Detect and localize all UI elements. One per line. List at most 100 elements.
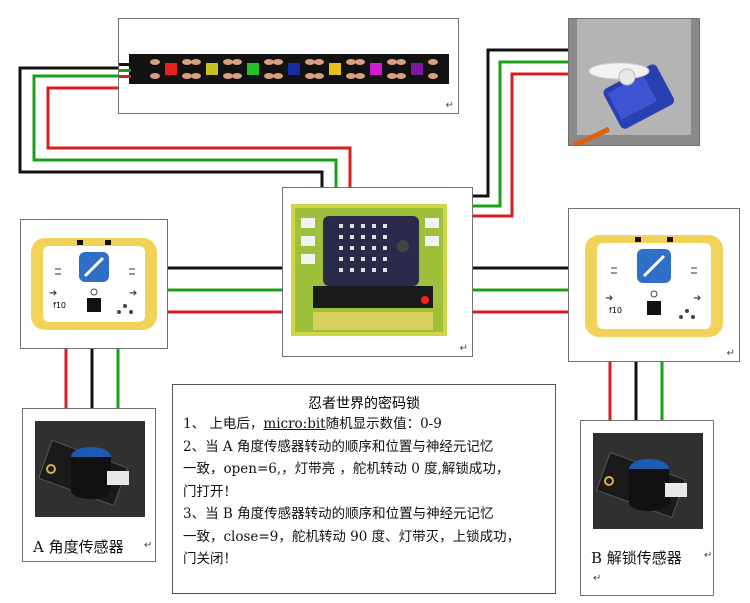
wire-red-strip <box>46 86 352 188</box>
solder-pad <box>273 59 283 65</box>
instruction-title: 忍者世界的密码锁 <box>308 396 420 412</box>
matrix-led <box>361 257 365 261</box>
solder-pad <box>305 73 315 79</box>
instruction-line: 门打开！ <box>173 481 555 504</box>
wire-black-servo <box>473 48 568 198</box>
svg-text:➜: ➜ <box>605 293 613 304</box>
solder-pad <box>346 73 356 79</box>
neuron-a-image: f10 ➜ ➜ <box>31 238 157 330</box>
paragraph-mark: ↵ <box>704 550 713 561</box>
paragraph-mark: ↵ <box>726 348 735 359</box>
matrix-led <box>350 235 354 239</box>
solder-pad <box>264 73 274 79</box>
matrix-led <box>372 246 376 250</box>
paragraph-mark: ↵ <box>445 100 454 111</box>
matrix-led <box>383 235 387 239</box>
solder-pad <box>428 73 438 79</box>
wire-green-strip <box>32 74 338 188</box>
instruction-line: 2、当 A 角度传感器转动的顺序和位置与神经元记忆 <box>173 436 555 459</box>
svg-text:➜: ➜ <box>693 293 701 304</box>
solder-pad <box>387 59 397 65</box>
led-6 <box>370 63 382 75</box>
instruction-line: 一致，open=6,，灯带亮 ，舵机转动 0 度,解锁成功， <box>173 458 555 481</box>
wire-black-strip <box>18 66 324 188</box>
solder-pad <box>355 73 365 79</box>
solder-pad <box>191 59 201 65</box>
solder-pad <box>346 59 356 65</box>
led-2 <box>206 63 218 75</box>
line-text: 3、当 B 角度传感器转动的顺序和位置与神经元记忆 <box>183 506 494 522</box>
solder-pad <box>396 59 406 65</box>
line-text: 一致，open=6,，灯带亮 ，舵机转动 0 度,解锁成功， <box>183 461 510 477</box>
matrix-led <box>339 235 343 239</box>
solder-pad <box>396 73 406 79</box>
neuron-label: f10 <box>609 306 622 315</box>
solder-pad <box>305 59 315 65</box>
matrix-led <box>383 246 387 250</box>
matrix-led <box>350 224 354 228</box>
solder-pad <box>182 73 192 79</box>
instruction-line: 3、当 B 角度传感器转动的顺序和位置与神经元记忆 <box>173 503 555 526</box>
matrix-led <box>361 246 365 250</box>
led-1 <box>165 63 177 75</box>
led-4 <box>288 63 300 75</box>
matrix-led <box>383 224 387 228</box>
neuron-a-panel: f10 ➜ ➜ <box>20 219 168 349</box>
svg-text:➜: ➜ <box>49 288 57 299</box>
led-3 <box>247 63 259 75</box>
line-text: 2、当 A 角度传感器转动的顺序和位置与神经元记忆 <box>183 438 494 455</box>
matrix-led <box>372 257 376 261</box>
instruction-line: 一致，close=9，舵机转动 90 度、灯带灭，上锁成功， <box>173 526 555 549</box>
solder-pad <box>150 73 160 79</box>
sensor-a-caption: A 角度传感器 <box>33 538 124 556</box>
solder-pad <box>387 73 397 79</box>
solder-pad <box>232 73 242 79</box>
matrix-led <box>361 224 365 228</box>
instruction-line: 门关闭！ <box>173 548 555 571</box>
matrix-led <box>339 224 343 228</box>
solder-pad <box>273 73 283 79</box>
wire-red-servo <box>473 72 568 218</box>
matrix-led <box>361 268 365 272</box>
microbit-image <box>291 204 447 336</box>
led-strip-panel: ↵ <box>118 18 459 114</box>
solder-pad <box>223 73 233 79</box>
matrix-led <box>383 268 387 272</box>
matrix-led <box>383 257 387 261</box>
solder-pad <box>314 73 324 79</box>
matrix-led <box>372 224 376 228</box>
paragraph-mark: ↵ <box>144 540 153 551</box>
solder-pad <box>182 59 192 65</box>
matrix-led <box>350 257 354 261</box>
neuron-label: f10 <box>53 301 66 310</box>
line-text: 随机显示数值：0-9 <box>325 416 442 432</box>
microbit-link: micro:bit <box>263 416 326 432</box>
solder-pad <box>264 59 274 65</box>
paragraph-mark: ↵ <box>593 573 602 584</box>
sensor-b-image <box>593 433 703 529</box>
microbit-panel: ↵ <box>282 187 473 357</box>
sensor-a-image <box>35 421 145 517</box>
servo-image <box>569 19 699 148</box>
instruction-panel: 忍者世界的密码锁 1、 上电后，micro:bit随机显示数值：0-9 2、当 A… <box>172 384 556 594</box>
line-text: 门打开！ <box>183 483 237 500</box>
matrix-led <box>372 268 376 272</box>
solder-pad <box>314 59 324 65</box>
matrix-led <box>350 268 354 272</box>
sensor-b-caption: B 解锁传感器 <box>591 549 682 567</box>
neuron-b-panel: f10 ➜ ➜ ↵ <box>568 208 740 362</box>
wire-green-servo <box>473 60 568 208</box>
instruction-lines: 1、 上电后，micro:bit随机显示数值：0-9 2、当 A 角度传感器转动的… <box>173 413 555 571</box>
sensor-b-panel: B 解锁传感器 ↵ ↵ <box>580 420 714 596</box>
sensor-a-panel: A 角度传感器 ↵ <box>22 408 156 562</box>
line-text: 1、 上电后， <box>183 416 264 432</box>
matrix-led <box>339 246 343 250</box>
svg-text:➜: ➜ <box>129 288 137 299</box>
led-7 <box>411 63 423 75</box>
solder-pad <box>150 59 160 65</box>
led-strip-image <box>119 54 449 84</box>
matrix-led <box>372 235 376 239</box>
solder-pad <box>355 59 365 65</box>
led-5 <box>329 63 341 75</box>
